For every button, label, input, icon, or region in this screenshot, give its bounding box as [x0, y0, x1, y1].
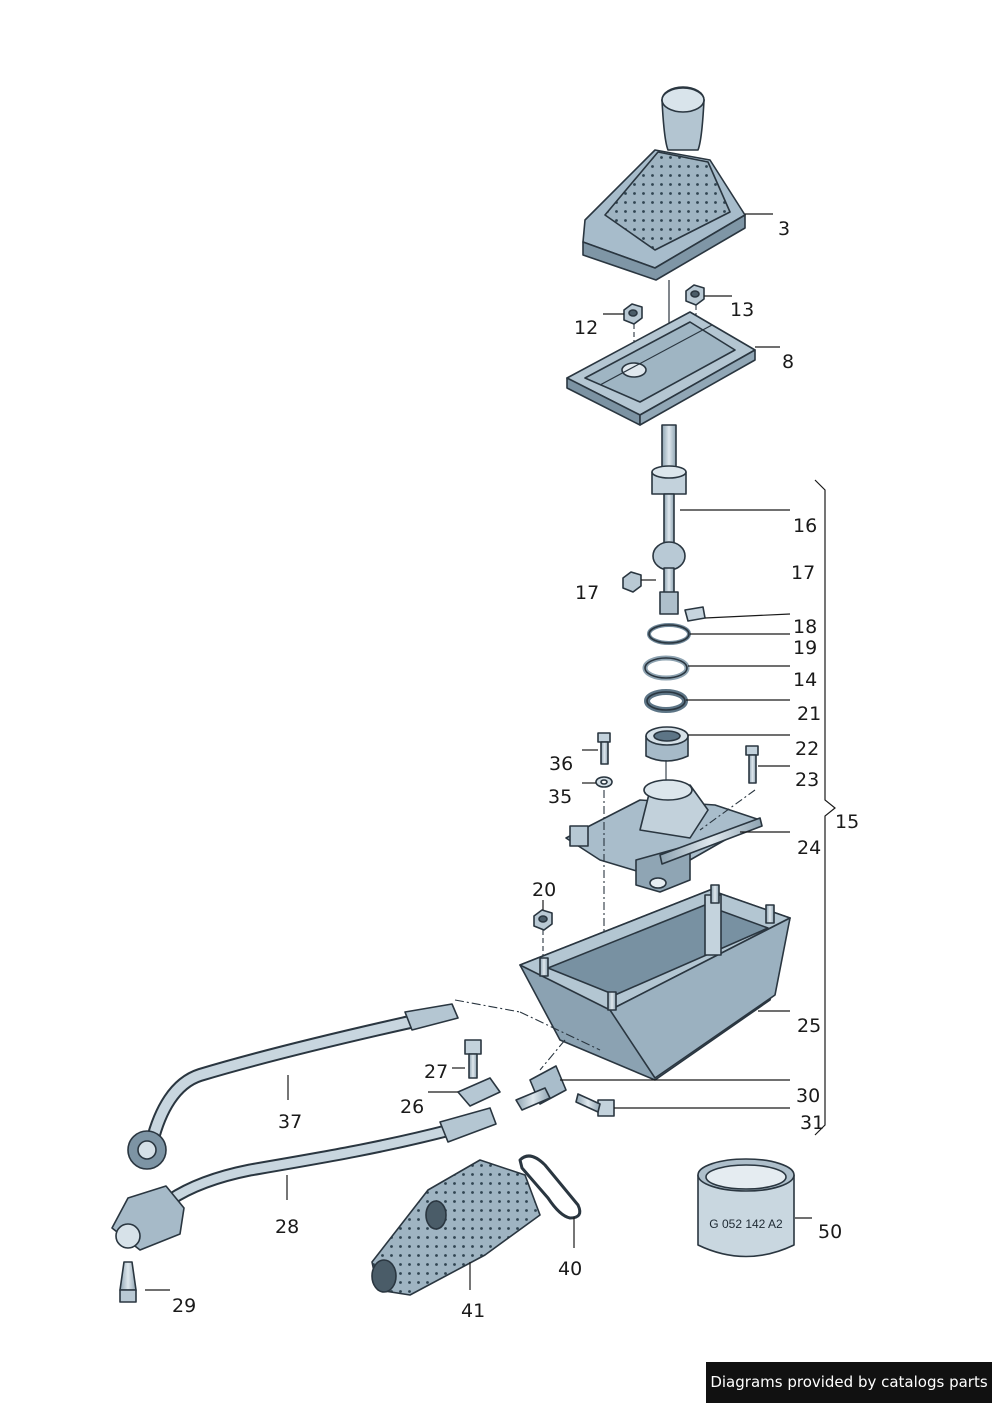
- bearing-cup: [645, 726, 689, 762]
- callout-numbers: 3 13 12 8 16 17 17 18 19 14 21 22 23 36 …: [172, 218, 859, 1322]
- callout-35: 35: [548, 786, 572, 808]
- callout-50: 50: [818, 1221, 842, 1243]
- callout-17-right: 17: [791, 562, 815, 584]
- shift-rod-37: [127, 1003, 459, 1170]
- callout-18: 18: [793, 616, 817, 638]
- ring-19: [647, 623, 691, 645]
- gear-knob-boot: [582, 86, 746, 281]
- screw-23: [745, 745, 759, 784]
- callout-24: 24: [797, 837, 821, 859]
- callout-41: 41: [461, 1300, 485, 1322]
- callout-27: 27: [424, 1061, 448, 1083]
- callout-30: 30: [796, 1085, 820, 1107]
- callout-14: 14: [793, 669, 817, 691]
- bolt-27: [464, 1039, 482, 1079]
- callout-28: 28: [275, 1216, 299, 1238]
- callout-31: 31: [800, 1112, 824, 1134]
- callout-21: 21: [797, 703, 821, 725]
- callout-29: 29: [172, 1295, 196, 1317]
- credit-banner: Diagrams provided by catalogs parts: [706, 1362, 992, 1403]
- nut-12: [623, 303, 643, 325]
- callout-20: 20: [532, 879, 556, 901]
- callout-16: 16: [793, 515, 817, 537]
- base-plate: [566, 311, 756, 426]
- ring-21: [644, 689, 688, 713]
- callout-19: 19: [793, 637, 817, 659]
- seal-ring-40: [518, 1154, 582, 1220]
- selector-rod-28: [111, 1107, 497, 1251]
- callout-22: 22: [795, 738, 819, 760]
- nut-20: [533, 909, 553, 931]
- part-marking-label: G 052 142 A2: [709, 1217, 783, 1231]
- pin-18: [684, 606, 706, 622]
- callout-17-left: 17: [575, 582, 599, 604]
- leader-lines: [145, 213, 836, 1291]
- callout-26: 26: [400, 1096, 424, 1118]
- washer-35: [595, 776, 613, 788]
- callout-15: 15: [835, 811, 859, 833]
- shift-housing: [565, 779, 763, 893]
- nut-17: [622, 571, 642, 593]
- callout-25: 25: [797, 1015, 821, 1037]
- screw-29: [119, 1261, 137, 1303]
- shift-lever: [651, 424, 687, 615]
- callout-23: 23: [795, 769, 819, 791]
- housing-tray: [519, 884, 791, 1081]
- rubber-boot-41: [371, 1159, 541, 1296]
- clip-26: [457, 1077, 501, 1107]
- grease-sleeve-50: G 052 142 A2: [697, 1158, 795, 1258]
- callout-3: 3: [778, 218, 790, 240]
- bracket-30: [515, 1065, 567, 1111]
- callout-36: 36: [549, 753, 573, 775]
- callout-40: 40: [558, 1258, 582, 1280]
- screw-36: [597, 732, 611, 765]
- callout-13: 13: [730, 299, 754, 321]
- callout-12: 12: [574, 317, 598, 339]
- bolt-31: [575, 1093, 615, 1117]
- construction-lines: [454, 999, 601, 1071]
- parts-illustration: G 052 142 A2: [111, 86, 795, 1303]
- ring-14: [642, 655, 690, 681]
- nut-13: [685, 284, 705, 306]
- callout-8: 8: [782, 351, 794, 373]
- callout-37: 37: [278, 1111, 302, 1133]
